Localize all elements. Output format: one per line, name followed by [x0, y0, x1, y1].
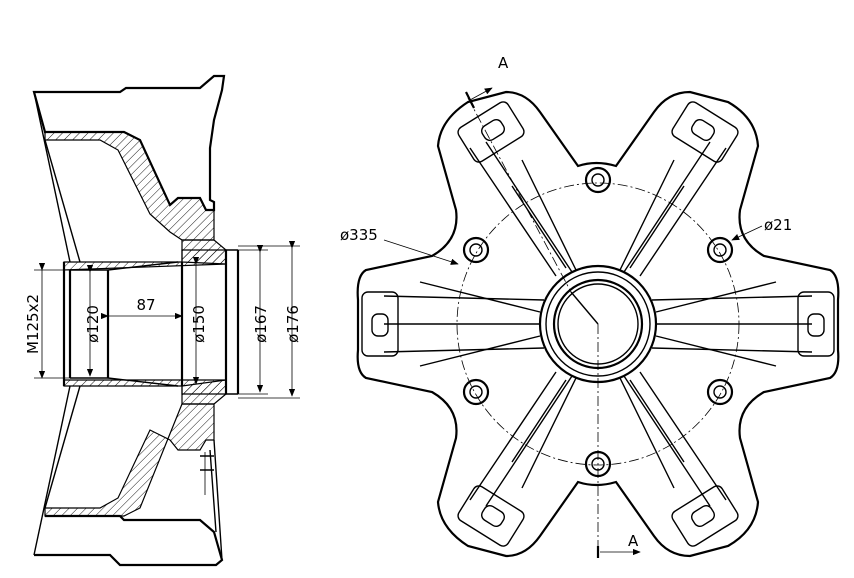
hub-outline [62, 250, 240, 394]
side-section-view: M125x2 ø120 87 ø150 ø167 ø176 [24, 74, 302, 567]
dim-176: ø176 [238, 240, 302, 399]
hole-label: ø21 [764, 216, 792, 234]
web-top-hatch [44, 131, 215, 241]
dim-87: 87 [100, 296, 183, 320]
dim-120: ø120 [84, 264, 102, 377]
dim-167: ø167 [238, 244, 270, 395]
section-line [467, 97, 599, 556]
section-label-top: A [498, 54, 509, 72]
dim-hole: ø21 [731, 216, 792, 241]
bore-167-label: ø167 [252, 305, 270, 343]
pcd-label: ø335 [340, 226, 378, 244]
bore-150-label: ø150 [190, 305, 208, 343]
section-label-bottom: A [628, 532, 639, 550]
spokes [383, 141, 813, 507]
rim-bottom-profile [34, 514, 224, 567]
spoke-pads [361, 101, 835, 547]
bore-120-label: ø120 [84, 305, 102, 343]
bore-176-label: ø176 [284, 305, 302, 343]
front-view: A A ø335 ø21 [340, 54, 840, 558]
length-87-label: 87 [136, 296, 155, 314]
dim-150: ø150 [190, 256, 208, 385]
dim-pcd: ø335 [340, 226, 459, 265]
thread-label: M125x2 [24, 294, 42, 354]
spoke-line-top [33, 91, 71, 263]
dim-m125: M125x2 [24, 262, 70, 379]
star-outline [356, 90, 840, 558]
bolt-holes [462, 166, 734, 478]
